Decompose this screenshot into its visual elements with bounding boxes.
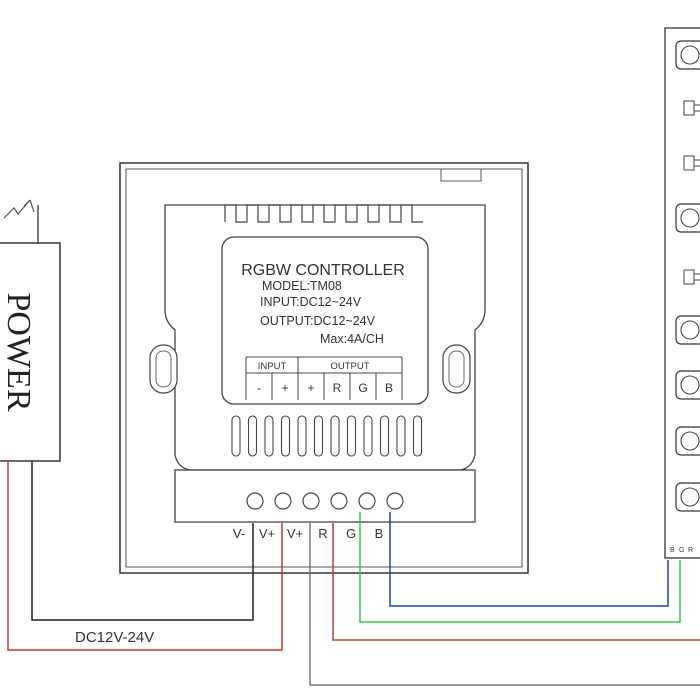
vent-slot: [280, 415, 291, 457]
lightning-icon: [3, 199, 35, 219]
panel-tab: [440, 168, 482, 182]
terminal-label: G: [346, 526, 356, 541]
label-plate: [221, 236, 429, 405]
terminal-label: V+: [287, 526, 303, 541]
power-label: POWER: [0, 293, 37, 412]
table-cell: +: [307, 381, 314, 395]
vent-slot: [264, 415, 274, 457]
table-input-header: INPUT: [258, 361, 287, 372]
vent-slot: [247, 415, 258, 457]
max-spec: Max:4A/CH: [320, 332, 384, 346]
supply-voltage-label: DC12V-24V: [75, 629, 154, 646]
vent-slot: [313, 415, 324, 457]
table-cell: -: [257, 381, 261, 395]
terminal-table: [245, 356, 403, 400]
led-resistor: [683, 155, 695, 171]
table-output-header: OUTPUT: [330, 361, 369, 372]
controller-panel: RGBW CONTROLLER MODEL:TM08 INPUT:DC12~24…: [119, 162, 529, 574]
heat-comb: [224, 204, 423, 223]
vent-slot: [363, 415, 373, 457]
terminal-label: V-: [233, 526, 245, 541]
strip-terminal-label: B: [670, 547, 675, 554]
vent-slot: [396, 415, 406, 457]
terminal-label: B: [375, 526, 384, 541]
wire-red-out: [332, 523, 700, 641]
wire-common: [309, 523, 700, 686]
table-cell: +: [281, 381, 288, 395]
vent-slot: [231, 415, 241, 457]
terminal-screw: [358, 492, 376, 510]
terminal-block: [174, 469, 476, 523]
vent-slot: [346, 415, 357, 457]
led-resistor: [683, 269, 695, 285]
table-cell: R: [333, 381, 342, 395]
wire-blue-out: [389, 512, 669, 607]
input-spec: INPUT:DC12~24V: [260, 295, 362, 309]
terminal-screws: [246, 492, 404, 510]
controller-title: RGBW CONTROLLER: [241, 262, 405, 279]
led-resistor: [683, 100, 695, 116]
vent-slot: [330, 415, 340, 457]
table-cell: B: [385, 381, 393, 395]
mount-slot-left: [149, 344, 178, 394]
terminal-screw: [330, 492, 348, 510]
vent-slots: [231, 415, 423, 457]
wire-green-out: [359, 512, 681, 623]
strip-terminal-label: G: [679, 547, 684, 554]
wire-vplus: [7, 461, 283, 651]
terminal-screw: [246, 492, 264, 510]
strip-terminal-label: R: [688, 547, 693, 554]
model-text: MODEL:TM08: [262, 279, 342, 293]
table-cell: G: [358, 381, 367, 395]
vent-slot: [379, 415, 390, 457]
mount-slot-right: [442, 344, 471, 394]
terminal-label: R: [318, 526, 327, 541]
terminal-screw: [274, 492, 292, 510]
wire-vminus: [31, 461, 254, 621]
wires: [7, 461, 700, 686]
output-spec: OUTPUT:DC12~24V: [260, 314, 376, 328]
power-supply: POWER: [0, 199, 61, 462]
vent-slot: [297, 415, 307, 457]
terminal-label: V+: [259, 526, 275, 541]
terminal-screw: [386, 492, 404, 510]
terminal-screw: [302, 492, 320, 510]
vent-slot: [412, 415, 423, 457]
